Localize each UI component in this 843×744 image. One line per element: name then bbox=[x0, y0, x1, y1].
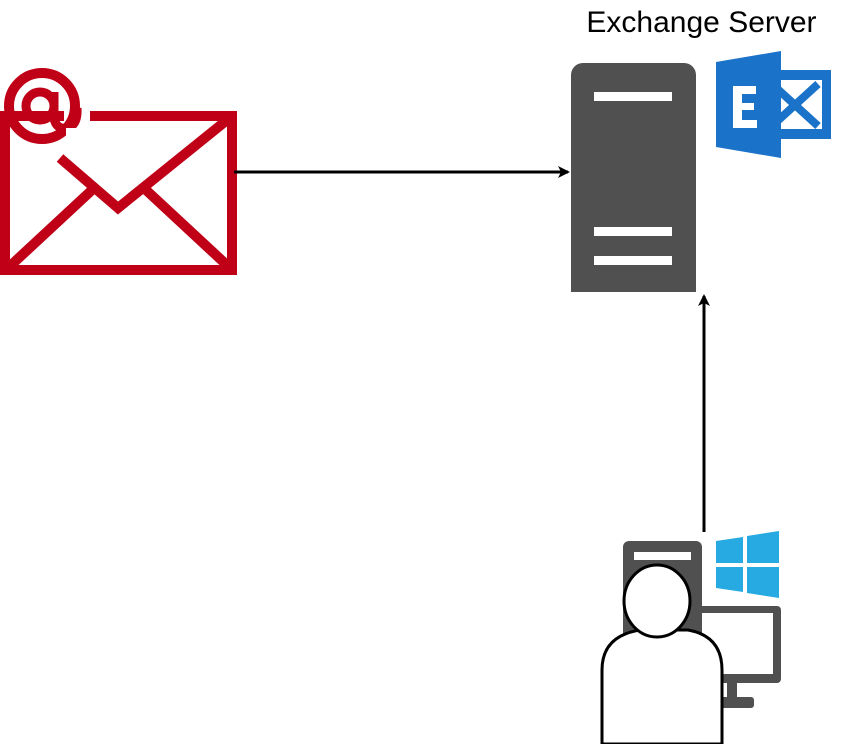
person-icon bbox=[600, 563, 724, 744]
at-symbol-icon bbox=[4, 68, 82, 144]
server-tower-icon bbox=[571, 63, 696, 292]
user-at-workstation-icon bbox=[600, 541, 781, 744]
windows-logo-icon bbox=[716, 531, 779, 598]
email-at-envelope-icon bbox=[0, 68, 237, 275]
exchange-server-label: Exchange Server bbox=[586, 6, 817, 39]
microsoft-exchange-logo-icon bbox=[716, 51, 831, 158]
